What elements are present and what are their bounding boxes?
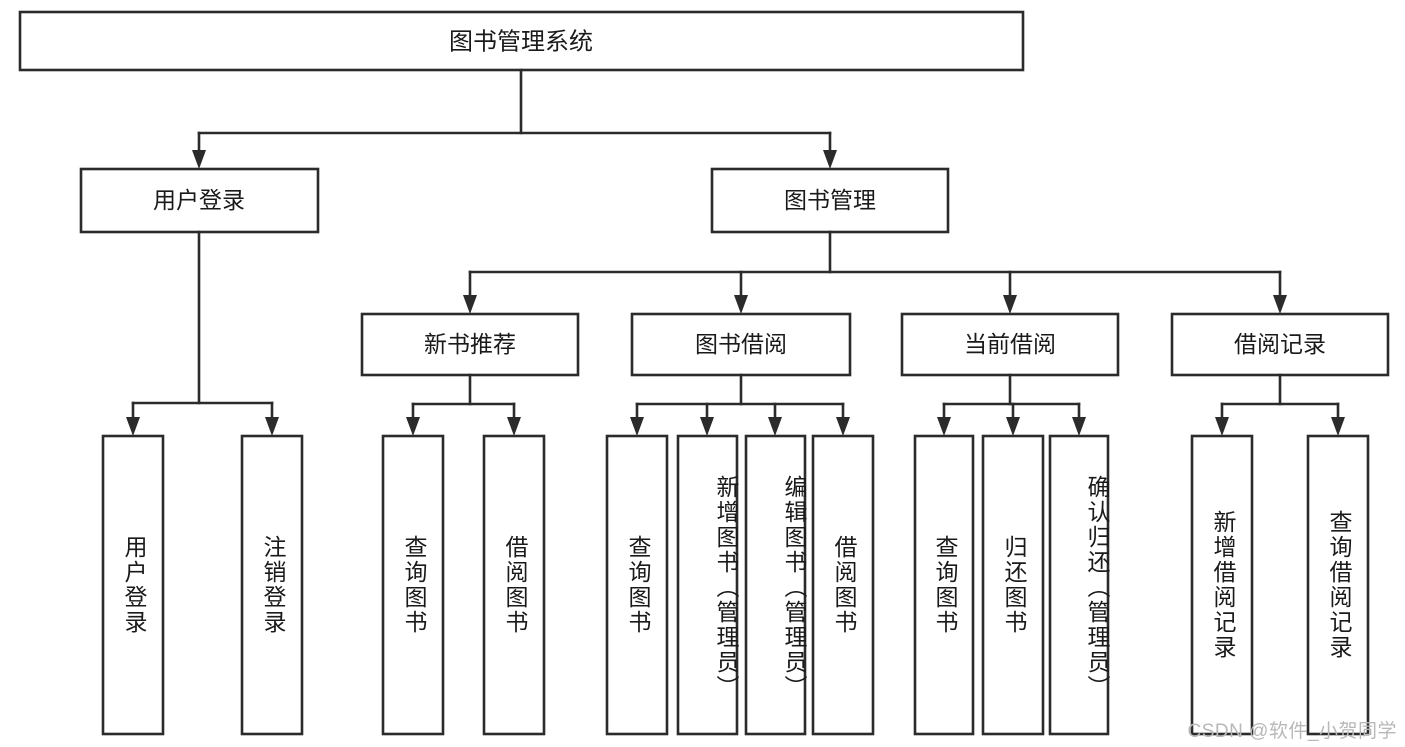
leaf-box-user-login-1[interactable] [101, 434, 165, 736]
leaf-box-borrow-record-2[interactable] [1306, 434, 1370, 736]
arrow-to-borrow-record [1273, 295, 1287, 314]
book-borrow-box[interactable] [630, 312, 852, 377]
node-root[interactable]: 图书管理系统 [18, 10, 1025, 72]
connector-current-borrow-to-leaves [937, 373, 1086, 436]
node-new-book-recommend[interactable]: 新书推荐 [360, 312, 580, 377]
user-login-label: 用户登录 [153, 187, 245, 213]
leaf-box-borrow-record-1[interactable] [1190, 434, 1254, 736]
borrow-record-box[interactable] [1170, 312, 1390, 377]
leaf-box-new-book-2[interactable] [482, 434, 546, 736]
connector-borrow-record-to-leaves [1215, 373, 1345, 436]
arrow-leaf-new-book-1 [406, 417, 420, 436]
leaf-box-current-borrow-3[interactable] [1048, 434, 1110, 736]
root-box[interactable] [18, 10, 1025, 72]
arrow-leaf-user-login-2 [265, 417, 279, 436]
leaf-boxes-user-login [101, 434, 304, 736]
book-manage-box[interactable] [710, 167, 950, 234]
node-user-login[interactable]: 用户登录 [79, 167, 320, 234]
arrow-leaf-current-borrow-2 [1006, 417, 1020, 436]
arrow-to-user-login [192, 150, 206, 169]
leaf-box-book-borrow-4[interactable] [811, 434, 875, 736]
current-borrow-box[interactable] [900, 312, 1120, 377]
arrow-leaf-book-borrow-2 [700, 417, 714, 436]
new-book-recommend-label: 新书推荐 [424, 331, 516, 357]
leaf-box-user-login-2[interactable] [240, 434, 304, 736]
leaf-box-book-borrow-3[interactable] [744, 434, 807, 736]
arrow-to-book-borrow [734, 295, 748, 314]
leaf-boxes-borrow-record [1190, 434, 1370, 736]
leaf-boxes-current-borrow [913, 434, 1110, 736]
node-book-manage[interactable]: 图书管理 [710, 167, 950, 234]
node-current-borrow[interactable]: 当前借阅 [900, 312, 1120, 377]
book-manage-label: 图书管理 [784, 187, 876, 213]
borrow-record-label: 借阅记录 [1234, 331, 1326, 357]
arrow-to-book-manage [823, 150, 837, 169]
leaf-boxes-new-book-recommend [381, 434, 546, 736]
connector-user-login-to-leaves [126, 230, 279, 436]
arrow-leaf-book-borrow-3 [768, 417, 782, 436]
current-borrow-label: 当前借阅 [964, 331, 1056, 357]
leaf-boxes-book-borrow [605, 434, 875, 736]
connector-book-borrow-to-leaves [630, 373, 850, 436]
leaf-box-new-book-1[interactable] [381, 434, 445, 736]
connector-root-to-level2 [192, 68, 837, 169]
arrow-leaf-user-login-1 [126, 417, 140, 436]
arrow-to-new-book [463, 295, 477, 314]
connector-book-manage-to-level3 [463, 230, 1287, 314]
arrow-leaf-book-borrow-4 [836, 417, 850, 436]
arrow-leaf-new-book-2 [507, 417, 521, 436]
arrow-to-current-borrow [1003, 295, 1017, 314]
leaf-box-book-borrow-1[interactable] [605, 434, 669, 736]
arrow-leaf-borrow-record-2 [1331, 417, 1345, 436]
book-borrow-label: 图书借阅 [695, 331, 787, 357]
leaf-box-current-borrow-1[interactable] [913, 434, 975, 736]
arrow-leaf-borrow-record-1 [1215, 417, 1229, 436]
node-book-borrow[interactable]: 图书借阅 [630, 312, 852, 377]
leaf-box-current-borrow-2[interactable] [981, 434, 1045, 736]
arrow-leaf-current-borrow-3 [1072, 417, 1086, 436]
arrow-leaf-current-borrow-1 [937, 417, 951, 436]
node-borrow-record[interactable]: 借阅记录 [1170, 312, 1390, 377]
leaf-box-book-borrow-2[interactable] [676, 434, 739, 736]
root-label: 图书管理系统 [449, 28, 593, 55]
connector-new-book-to-leaves [406, 373, 521, 436]
arrow-leaf-book-borrow-1 [630, 417, 644, 436]
new-book-recommend-box[interactable] [360, 312, 580, 377]
